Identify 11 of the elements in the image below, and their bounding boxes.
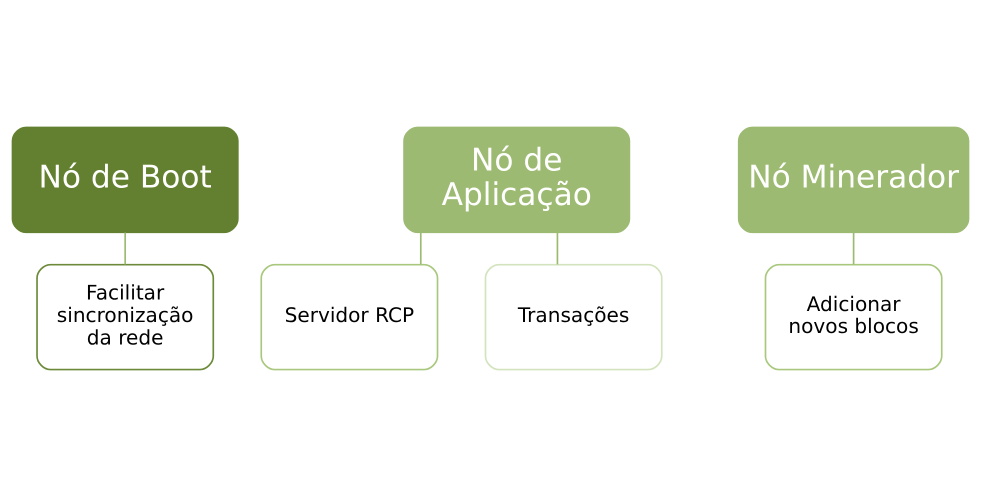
node-box: Adicionar novos blocos [764,263,943,370]
node-box: Nó de Boot [12,126,239,233]
connector [852,232,854,264]
node-box: Nó de Aplicação [403,126,630,233]
connector [556,232,558,264]
connector [420,232,422,264]
node-box: Servidor RCP [260,263,438,370]
node-box: Transações [484,263,663,370]
node-box: Facilitar sincronização da rede [36,263,214,370]
node-box: Nó Minerador [738,126,970,233]
connector [124,232,126,264]
